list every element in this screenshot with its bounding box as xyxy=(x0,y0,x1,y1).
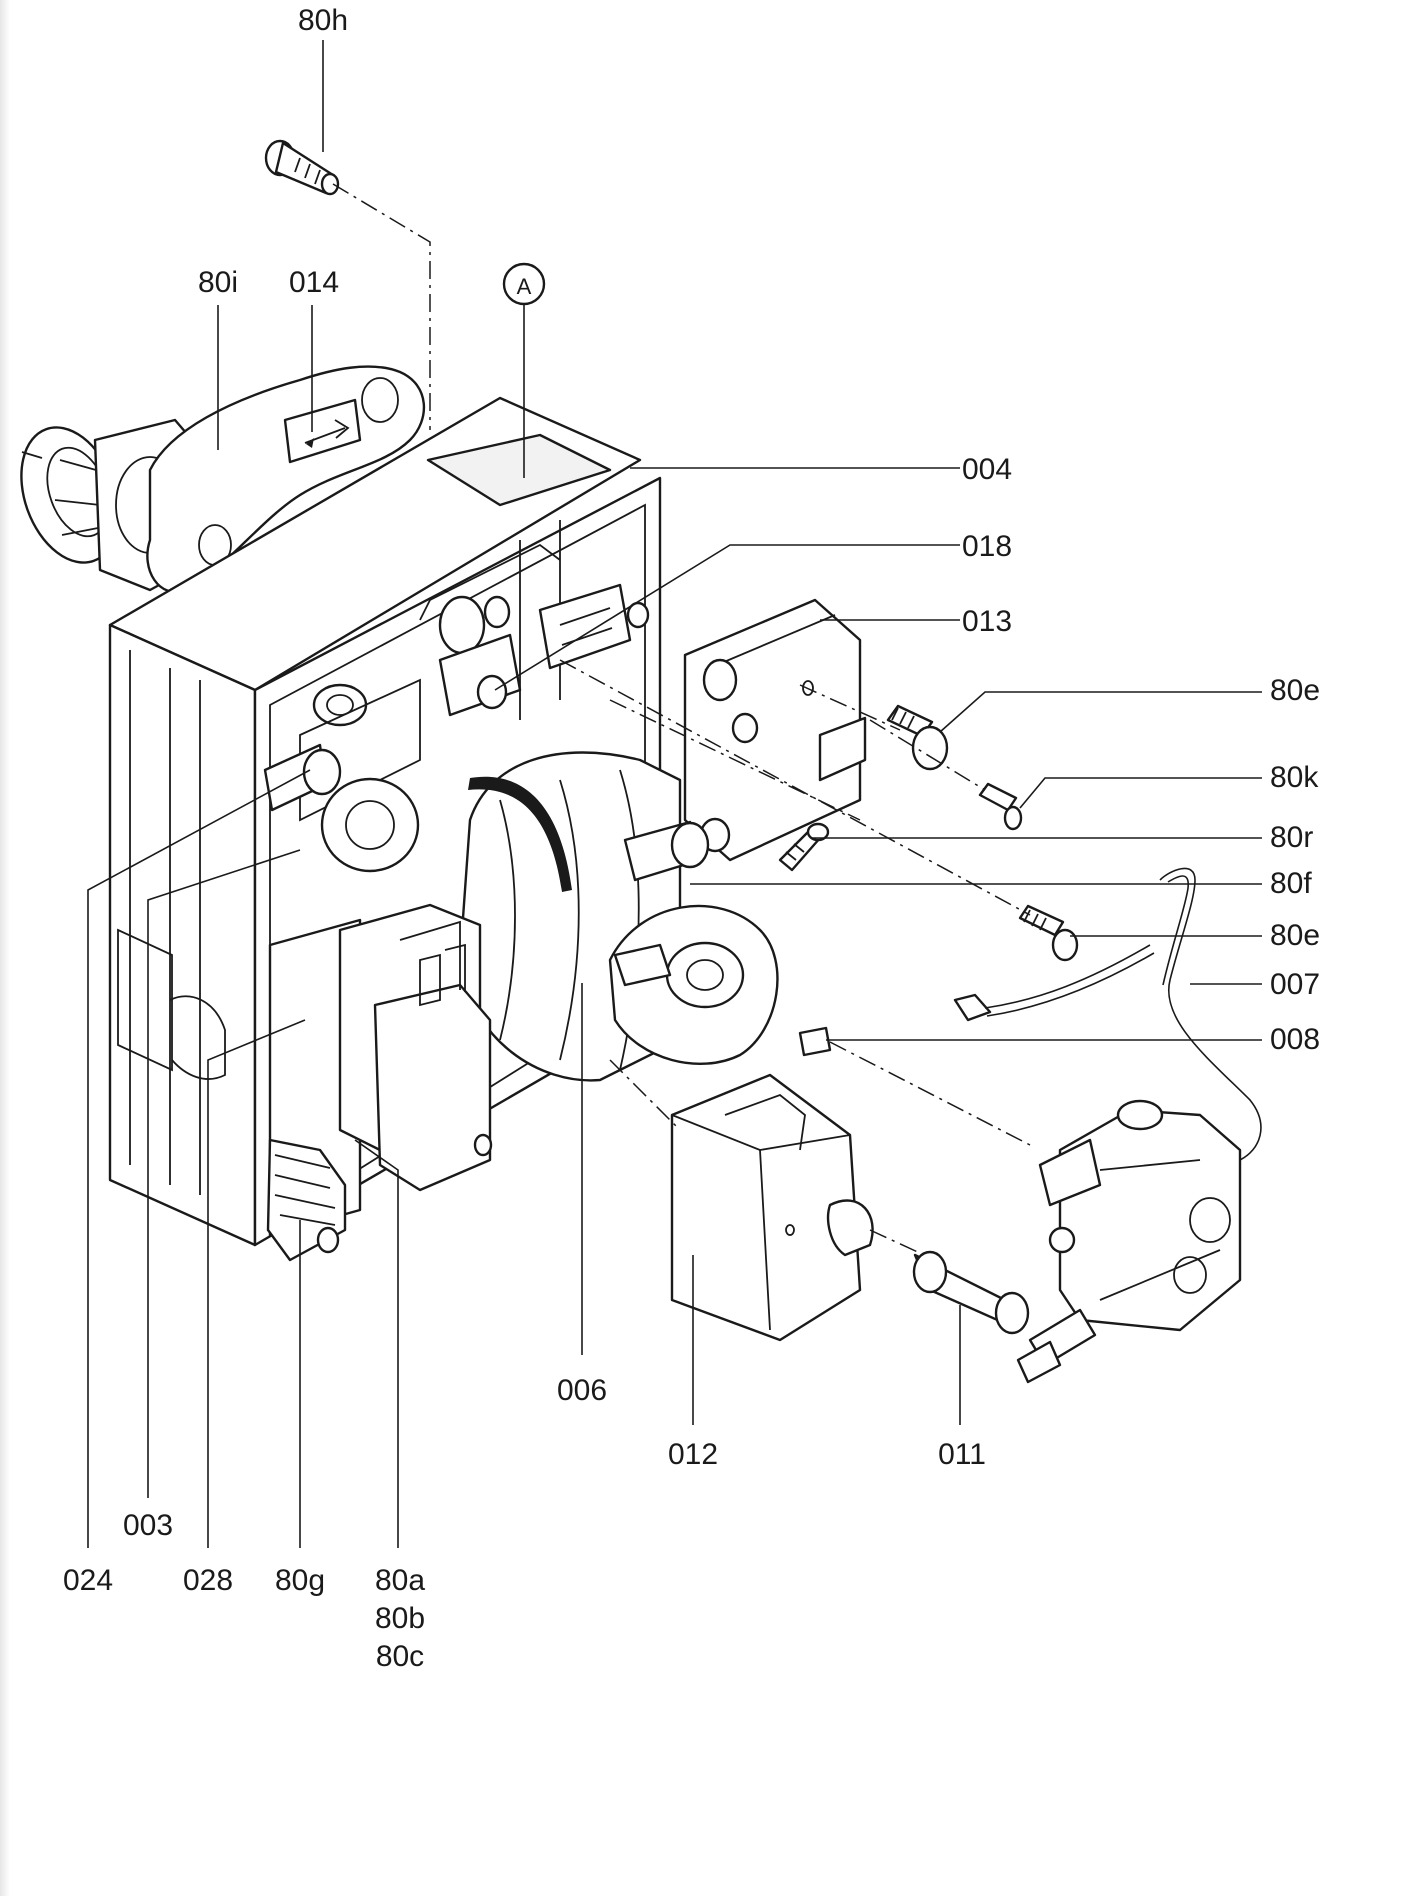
label-018: 018 xyxy=(962,530,1012,563)
screw-80k xyxy=(978,782,1023,831)
screw-80e-bottom xyxy=(1018,904,1079,962)
fan-flange-assembly xyxy=(20,365,425,594)
label-80g: 80g xyxy=(275,1564,325,1597)
axis-008 xyxy=(829,1041,1031,1146)
screw-80h xyxy=(264,139,340,196)
label-80f: 80f xyxy=(1270,867,1312,900)
rotation-arrow xyxy=(468,776,572,892)
label-80c: 80c xyxy=(376,1640,424,1673)
axis-lines-right xyxy=(559,659,1031,916)
label-014: 014 xyxy=(289,266,339,299)
axis-012 xyxy=(609,1059,681,1131)
oil-pump xyxy=(1016,1099,1242,1384)
label-80h: 80h xyxy=(298,4,348,37)
label-plate-a xyxy=(426,433,612,507)
label-013: 013 xyxy=(962,605,1012,638)
oil-line-007 xyxy=(953,867,1262,1161)
label-028: 028 xyxy=(183,1564,233,1597)
label-80e-top: 80e xyxy=(1270,674,1320,707)
label-004: 004 xyxy=(962,453,1012,486)
axis-80h xyxy=(332,183,431,430)
label-80r: 80r xyxy=(1270,821,1313,854)
air-damper-018 xyxy=(438,583,650,717)
label-80i: 80i xyxy=(198,266,238,299)
label-024: 024 xyxy=(63,1564,113,1597)
nozzle-008 xyxy=(798,1026,832,1057)
leader-lines xyxy=(87,40,1262,1548)
label-007: 007 xyxy=(1270,968,1320,1001)
component-012 xyxy=(670,1073,874,1342)
control-box xyxy=(266,903,493,1262)
label-80a: 80a xyxy=(375,1564,425,1597)
part-labels: 80h 80i 014 A 004 018 013 80e 80k 80r 80… xyxy=(63,4,1320,1673)
label-008: 008 xyxy=(1270,1023,1320,1056)
screw-80e-top xyxy=(886,704,949,771)
label-a: A xyxy=(517,274,532,299)
label-012: 012 xyxy=(668,1438,718,1471)
label-011: 011 xyxy=(938,1438,986,1471)
label-80k: 80k xyxy=(1270,761,1319,794)
blower-wheel-006 xyxy=(458,751,779,1082)
label-80b: 80b xyxy=(375,1602,425,1635)
label-006: 006 xyxy=(557,1374,607,1407)
ignition-unit-013 xyxy=(623,598,867,882)
label-80e-bottom: 80e xyxy=(1270,919,1320,952)
page-edge-shadow xyxy=(0,0,10,1896)
label-003: 003 xyxy=(123,1509,173,1542)
component-011 xyxy=(912,1250,1030,1335)
